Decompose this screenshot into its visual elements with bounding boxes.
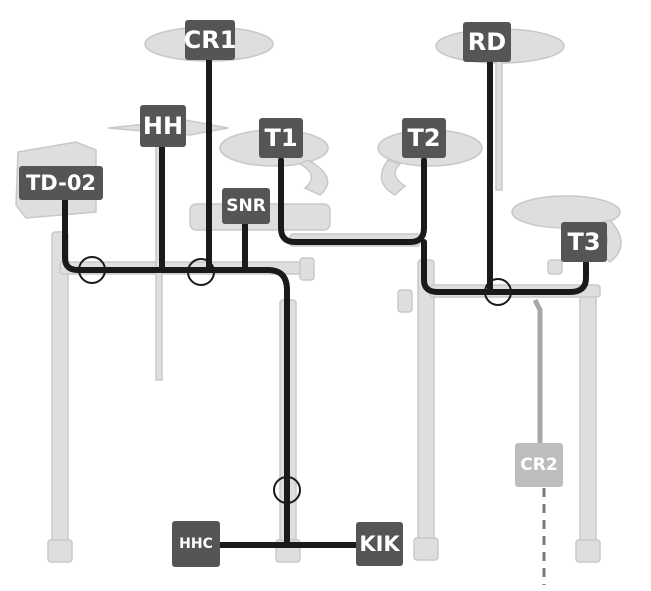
right-back-leg	[579, 294, 597, 551]
label-cr2: CR2	[515, 443, 563, 487]
label-snr: SNR	[222, 188, 270, 224]
trigger-cable-harness	[62, 57, 589, 548]
connector-circle	[484, 278, 512, 306]
right-front-leg	[417, 259, 435, 551]
label-kik: KIK	[356, 522, 403, 566]
label-cr1: CR1	[184, 20, 236, 60]
cable-main-trunk	[62, 195, 290, 548]
label-t1: T1	[259, 118, 303, 158]
cr2-cable	[532, 298, 546, 585]
connector-circle	[187, 258, 215, 286]
label-t3: T3	[561, 222, 607, 262]
cable-t1	[278, 157, 427, 245]
label-rd: RD	[463, 22, 511, 62]
label-hh: HH	[140, 105, 186, 147]
left-leg	[51, 231, 69, 553]
label-hhc: HHC	[172, 521, 220, 567]
cable-right-run	[421, 239, 589, 295]
tom-2-arm	[380, 159, 407, 196]
label-t2: T2	[402, 118, 446, 158]
connector-markers	[78, 256, 512, 504]
tom-1-arm	[298, 159, 329, 196]
connector-circle	[273, 476, 301, 504]
connector-circle	[78, 256, 106, 284]
label-td02: TD-02	[19, 166, 103, 200]
